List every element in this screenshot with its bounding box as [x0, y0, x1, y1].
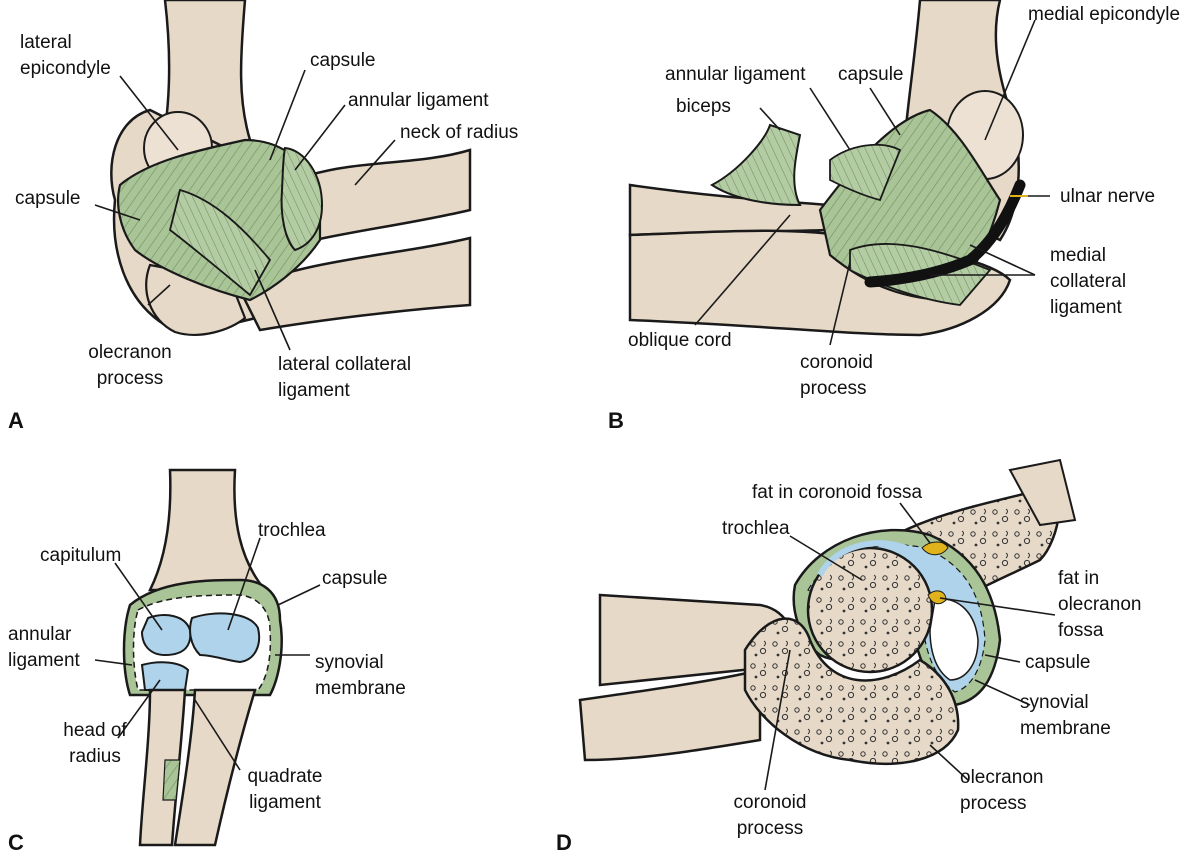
panel-letter-b: B	[608, 408, 624, 434]
label-capsule-a-top: capsule	[310, 48, 376, 74]
label-line: process	[715, 816, 825, 842]
label-fat-olecranon-fossa: fat in olecranon fossa	[1058, 566, 1141, 644]
label-line: lateral	[20, 30, 111, 56]
label-trochlea-c: trochlea	[258, 518, 326, 544]
label-line: olecranon	[75, 340, 185, 366]
label-lateral-epicondyle: lateral epicondyle	[20, 30, 111, 82]
label-synovial-membrane-d: synovial membrane	[1020, 690, 1111, 742]
label-coronoid-process-d: coronoid process	[715, 790, 825, 842]
label-line: annular	[8, 622, 80, 648]
label-fat-coronoid-fossa: fat in coronoid fossa	[752, 480, 922, 506]
label-line: collateral	[1050, 269, 1126, 295]
label-capsule-c: capsule	[322, 566, 388, 592]
label-line: process	[75, 366, 185, 392]
panel-letter-d: D	[556, 830, 572, 856]
label-trochlea-d: trochlea	[722, 516, 790, 542]
label-line: ligament	[8, 648, 80, 674]
label-line: radius	[40, 744, 150, 770]
panel-letter-c: C	[8, 830, 24, 856]
label-line: fat in	[1058, 566, 1141, 592]
label-head-of-radius: head of radius	[40, 718, 150, 770]
label-synovial-membrane-c: synovial membrane	[315, 650, 406, 702]
label-line: synovial	[315, 650, 406, 676]
label-line: ligament	[278, 378, 411, 404]
label-line: medial	[1050, 243, 1126, 269]
label-line: membrane	[1020, 716, 1111, 742]
label-line: head of	[40, 718, 150, 744]
label-neck-of-radius: neck of radius	[400, 120, 518, 146]
label-olecranon-process-d: olecranon process	[960, 765, 1043, 817]
label-coronoid-process-b: coronoid process	[800, 350, 873, 402]
panel-a-artwork	[95, 0, 470, 350]
label-line: coronoid	[715, 790, 825, 816]
label-line: membrane	[315, 676, 406, 702]
label-line: olecranon	[960, 765, 1043, 791]
label-line: ligament	[1050, 295, 1126, 321]
label-line: process	[960, 791, 1043, 817]
label-capsule-d: capsule	[1025, 650, 1091, 676]
label-line: quadrate	[230, 764, 340, 790]
label-line: process	[800, 376, 873, 402]
panel-d-artwork	[580, 460, 1075, 790]
label-medial-collateral-ligament: medial collateral ligament	[1050, 243, 1126, 321]
panel-b-artwork	[630, 0, 1050, 345]
label-line: synovial	[1020, 690, 1111, 716]
label-line: coronoid	[800, 350, 873, 376]
label-biceps: biceps	[676, 94, 731, 120]
label-annular-ligament-c: annular ligament	[8, 622, 80, 674]
label-capsule-b: capsule	[838, 62, 904, 88]
label-capsule-a-left: capsule	[15, 186, 81, 212]
label-oblique-cord: oblique cord	[628, 328, 732, 354]
label-capitulum: capitulum	[40, 543, 121, 569]
label-annular-ligament-a: annular ligament	[348, 88, 488, 114]
label-line: epicondyle	[20, 56, 111, 82]
label-quadrate-ligament: quadrate ligament	[230, 764, 340, 816]
label-line: ligament	[230, 790, 340, 816]
label-lateral-collateral-ligament: lateral collateral ligament	[278, 352, 411, 404]
label-annular-ligament-b: annular ligament	[665, 62, 805, 88]
label-ulnar-nerve: ulnar nerve	[1060, 184, 1155, 210]
label-line: lateral collateral	[278, 352, 411, 378]
label-medial-epicondyle: medial epicondyle	[1028, 2, 1180, 28]
label-line: fossa	[1058, 618, 1141, 644]
label-line: olecranon	[1058, 592, 1141, 618]
label-olecranon-process-a: olecranon process	[75, 340, 185, 392]
panel-letter-a: A	[8, 408, 24, 434]
